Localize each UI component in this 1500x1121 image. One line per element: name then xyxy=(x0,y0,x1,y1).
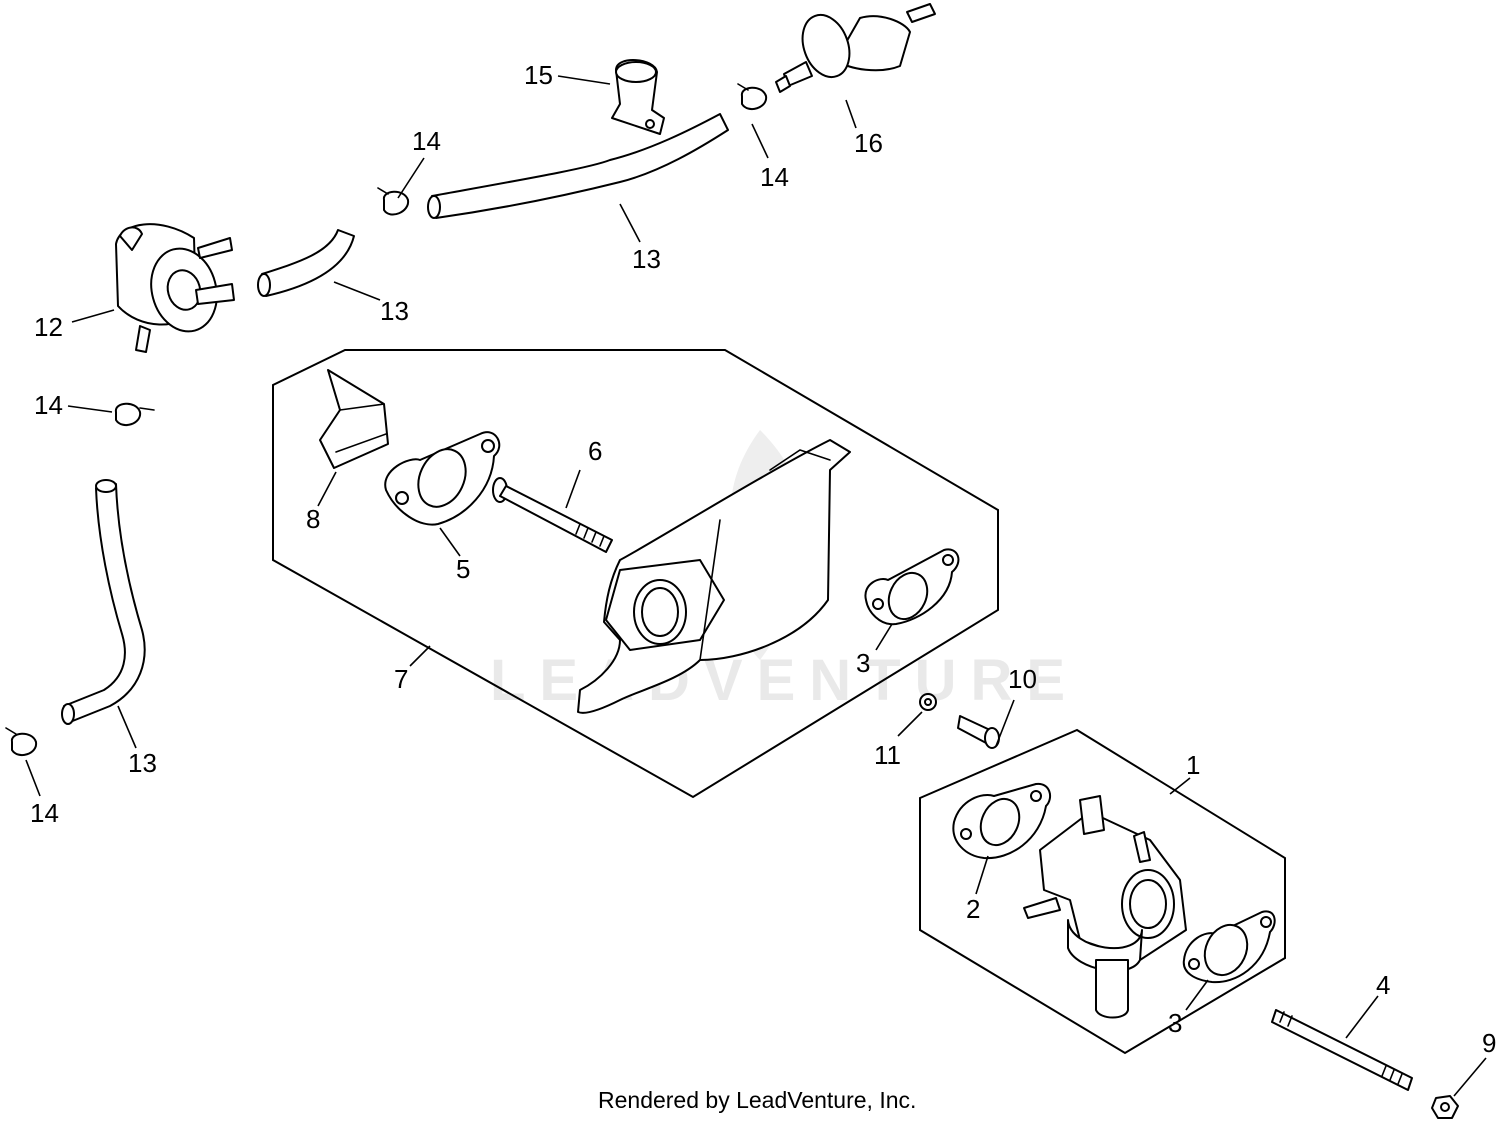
hose-clamp-icon xyxy=(114,402,155,427)
callout-16: 16 xyxy=(854,128,883,158)
fuel-hose-long xyxy=(61,479,146,725)
callout-9: 9 xyxy=(1482,1028,1496,1058)
callout-7: 7 xyxy=(394,664,408,694)
bracket-icon xyxy=(319,369,389,469)
callout-3: 3 xyxy=(1168,1008,1182,1038)
bolt-icon xyxy=(492,477,613,553)
gasket-icon xyxy=(384,431,501,526)
screw-icon xyxy=(957,715,1000,749)
callout-14: 14 xyxy=(30,798,59,828)
callout-15: 15 xyxy=(524,60,553,90)
callout-2: 2 xyxy=(966,894,980,924)
callout-5: 5 xyxy=(456,554,470,584)
callout-14: 14 xyxy=(760,162,789,192)
callout-10: 10 xyxy=(1008,664,1037,694)
leader-lines xyxy=(25,75,1487,1097)
callout-4: 4 xyxy=(1376,970,1390,1000)
gasket-icon xyxy=(1182,910,1276,984)
fuel-filter-icon xyxy=(775,3,936,93)
nut-icon xyxy=(1431,1095,1459,1119)
callout-13: 13 xyxy=(380,296,409,326)
group-frame-carburetor xyxy=(919,728,1286,1055)
fuel-hose-short xyxy=(257,229,355,297)
hose-clamp-icon xyxy=(377,187,410,216)
callout-3: 3 xyxy=(856,648,870,678)
intake-spacer-icon xyxy=(577,439,851,714)
callout-6: 6 xyxy=(588,436,602,466)
callout-14: 14 xyxy=(34,390,63,420)
callout-14: 14 xyxy=(412,126,441,156)
callout-13: 13 xyxy=(128,748,157,778)
callout-13: 13 xyxy=(632,244,661,274)
stud-icon xyxy=(1271,1009,1413,1091)
washer-icon xyxy=(919,693,937,711)
gasket-icon xyxy=(864,548,960,626)
hose-clamp-icon xyxy=(737,83,768,111)
callout-1: 1 xyxy=(1186,750,1200,780)
callout-11: 11 xyxy=(874,740,901,770)
hose-clamp-icon xyxy=(5,727,38,757)
fuel-pump-icon xyxy=(115,223,235,353)
carburetor-icon xyxy=(1023,795,1187,1019)
gasket-icon xyxy=(952,782,1052,860)
hose-clip-icon xyxy=(611,59,665,135)
callout-8: 8 xyxy=(306,504,320,534)
callout-12: 12 xyxy=(34,312,63,342)
fuel-hose-upper xyxy=(427,113,729,219)
footer-credit: Rendered by LeadVenture, Inc. xyxy=(598,1087,916,1113)
group-frame-intake xyxy=(272,349,999,799)
